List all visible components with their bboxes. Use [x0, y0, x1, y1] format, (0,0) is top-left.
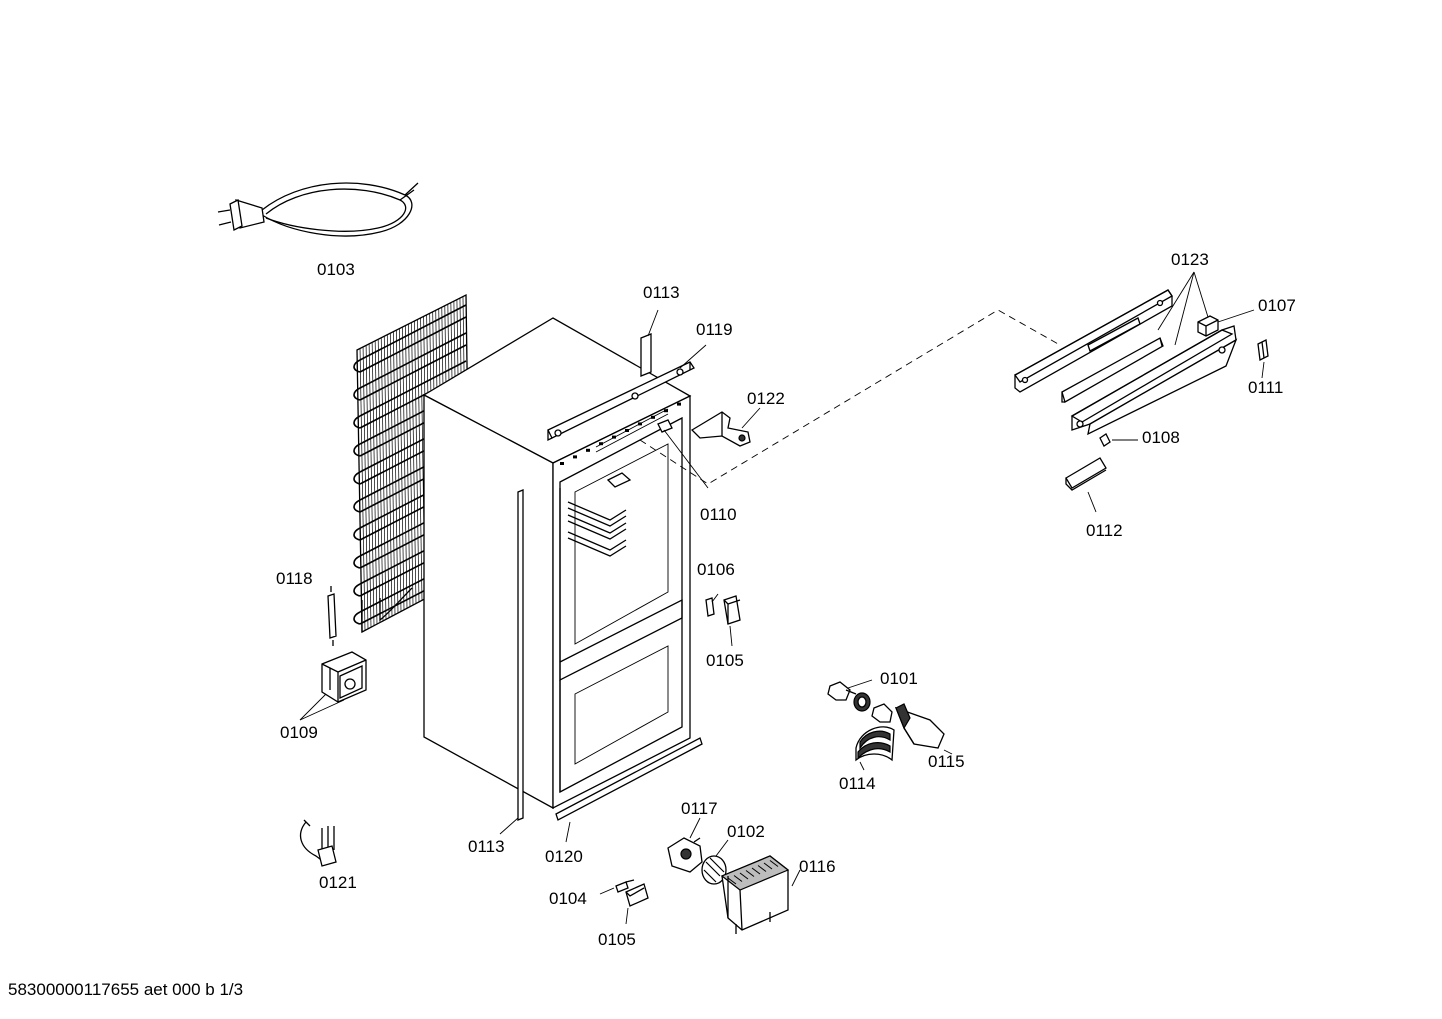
label-0104: 0104 — [549, 889, 587, 908]
label-0101: 0101 — [880, 669, 918, 688]
control-panel-cover-part[interactable] — [1061, 337, 1164, 403]
thermostat-0117-part[interactable] — [667, 837, 703, 873]
document-reference: 58300000117655 aet 000 b 1/3 — [8, 980, 244, 999]
label-0109: 0109 — [280, 723, 318, 742]
condenser-part[interactable] — [353, 293, 471, 634]
hinge-part[interactable] — [690, 411, 751, 447]
power-cord-part[interactable] — [217, 182, 419, 237]
label-0117: 0117 — [681, 799, 718, 818]
label-0107: 0107 — [1258, 296, 1296, 315]
label-0113-top: 0113 — [643, 283, 680, 302]
housing-0116-part[interactable] — [720, 855, 790, 934]
knob-0102-part[interactable] — [701, 855, 727, 885]
label-0121: 0121 — [319, 873, 357, 892]
label-0106: 0106 — [697, 560, 735, 579]
side-rod-part[interactable] — [517, 489, 524, 821]
control-panel-part[interactable] — [1014, 289, 1173, 393]
label-0122: 0122 — [747, 389, 785, 408]
top-bracket-part[interactable] — [547, 361, 695, 442]
label-0114: 0114 — [839, 774, 876, 793]
button-0105-upper-part[interactable] — [723, 595, 741, 625]
label-0118: 0118 — [276, 569, 313, 588]
clip-0111-part[interactable] — [1257, 339, 1269, 361]
label-0115: 0115 — [928, 752, 965, 771]
relay-0109-part[interactable] — [321, 651, 367, 703]
label-0110: 0110 — [700, 505, 737, 524]
label-0105-lower: 0105 — [598, 930, 636, 949]
top-rod-part[interactable] — [640, 333, 652, 377]
cable-0121-part[interactable] — [299, 819, 337, 867]
label-0105-upper: 0105 — [706, 651, 744, 670]
button-0105-lower-part[interactable] — [625, 883, 649, 907]
sensor-0118-part[interactable] — [327, 586, 337, 646]
label-0111: 0111 — [1248, 378, 1283, 397]
cover-0112-part[interactable] — [1065, 457, 1107, 491]
thermostat-sensor-part[interactable] — [657, 419, 709, 489]
label-0116: 0116 — [799, 857, 836, 876]
label-0119: 0119 — [696, 320, 733, 339]
label-0102: 0102 — [727, 822, 765, 841]
clip-0107-part[interactable] — [1197, 315, 1219, 337]
switch-0104-part[interactable] — [615, 879, 635, 893]
control-panel-housing-part[interactable] — [1070, 325, 1238, 436]
label-0112: 0112 — [1086, 521, 1123, 540]
switch-0106-part[interactable] — [705, 597, 715, 617]
cabinet-part[interactable] — [422, 317, 692, 810]
bottom-strip-part[interactable] — [555, 737, 703, 821]
lamp-0101-part[interactable] — [827, 681, 857, 701]
lamp-cover-0115-part[interactable] — [894, 703, 945, 749]
lamp-shade-0114-part[interactable] — [855, 726, 895, 762]
clip-0108-part[interactable] — [1099, 433, 1111, 447]
label-0103: 0103 — [317, 260, 355, 279]
label-0113-bottom: 0113 — [468, 837, 505, 856]
label-0123: 0123 — [1171, 250, 1209, 269]
lamp-socket-part[interactable] — [853, 692, 893, 723]
label-0108: 0108 — [1142, 428, 1180, 447]
label-0120: 0120 — [545, 847, 583, 866]
